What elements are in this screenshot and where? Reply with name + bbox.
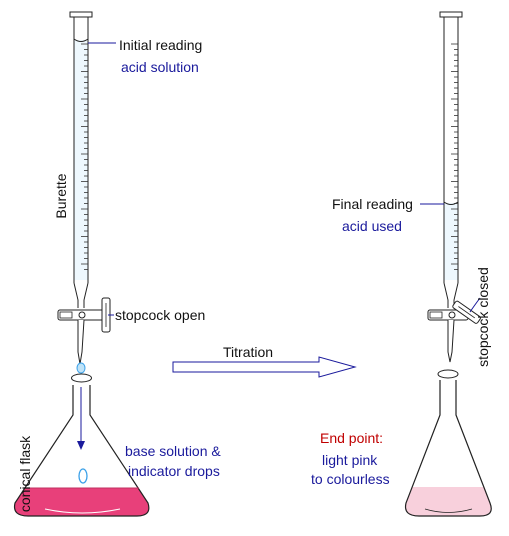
left-burette [69,11,93,308]
drop-at-tip [76,362,86,374]
titration-label: Titration [223,344,273,360]
right-stopcock-closed [427,300,481,324]
acid-solution-label: acid solution [121,59,199,75]
burette-label: Burette [53,173,69,218]
to-colourless-label: to colourless [311,471,390,487]
acid-used-label: acid used [342,218,402,234]
final-reading-label: Final reading [332,196,413,212]
conical-flask-label: conical flask [17,435,33,512]
initial-reading-label: Initial reading [119,37,202,53]
right-conical-flask [404,369,492,517]
right-burette-scale [451,43,458,270]
stopcock-closed-label: stopcock closed [475,267,491,367]
light-pink-label: light pink [322,452,378,468]
indicator-drops-label: indicator drops [128,463,220,479]
left-burette-scale [81,43,88,270]
drop-path-arrowhead [77,441,85,450]
right-burette-tip [447,319,455,363]
end-point-label: End point: [320,430,383,446]
base-solution-label: base solution & [125,443,221,459]
left-conical-flask [13,373,150,517]
titration-arrow [172,356,357,378]
stopcock-open-label: stopcock open [115,307,205,323]
falling-drop [78,468,88,484]
left-burette-tip [77,319,85,365]
right-burette [439,11,463,308]
stopcock-closed-pointer [469,297,481,313]
